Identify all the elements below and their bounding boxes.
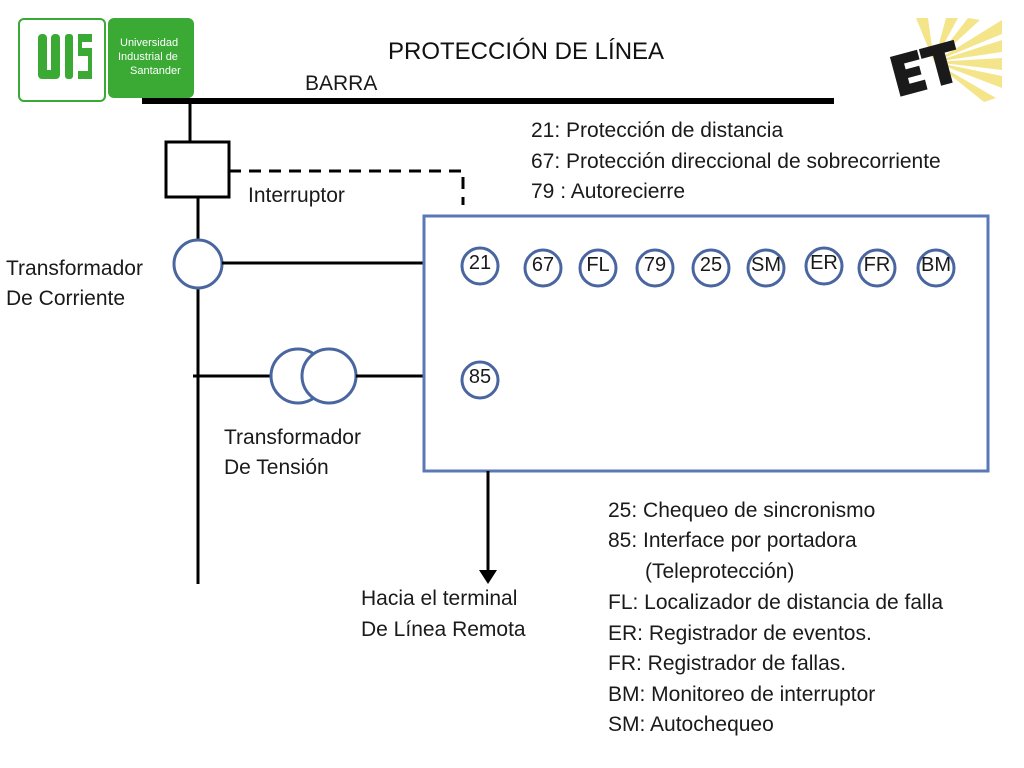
relay-fl-label: FL bbox=[586, 254, 610, 276]
remote-arrow-icon bbox=[479, 570, 497, 584]
relay-21-label: 21 bbox=[468, 252, 492, 274]
breaker-symbol bbox=[164, 140, 231, 199]
remote-label-line-1: Hacia el terminal bbox=[361, 587, 518, 610]
relay-fr-symbol bbox=[857, 248, 897, 288]
relay-bm-label: BM bbox=[921, 254, 951, 276]
relay-25-symbol bbox=[691, 248, 731, 288]
relay-79-label: 79 bbox=[643, 254, 667, 276]
legend-85-detail: (Teleprotección) bbox=[645, 560, 795, 583]
relay-sm-label: SM bbox=[751, 254, 781, 276]
vt-label-line-2: De Tensión bbox=[224, 456, 329, 479]
relay-67-symbol bbox=[523, 248, 563, 288]
legend-67: 67: Protección direccional de sobrecorri… bbox=[531, 150, 941, 173]
legend-25: 25: Chequeo de sincronismo bbox=[608, 499, 876, 522]
bus-label: BARRA bbox=[305, 72, 378, 95]
voltage-transformer-coil-2 bbox=[300, 347, 358, 405]
relay-79-symbol bbox=[635, 248, 675, 288]
relay-er-symbol bbox=[804, 246, 844, 286]
legend-sm: SM: Autochequeo bbox=[608, 713, 774, 736]
vt-label-line-1: Transformador bbox=[224, 426, 361, 449]
relay-er-label: ER bbox=[810, 252, 838, 274]
relay-fl-symbol bbox=[578, 248, 618, 288]
et-logo-icon bbox=[889, 18, 1002, 102]
uis-logo-line-3: Santander bbox=[130, 65, 181, 77]
uis-logo-text: Universidad Industrial de Santander bbox=[108, 18, 194, 98]
relay-sm-symbol bbox=[746, 248, 786, 288]
uis-emblem-icon bbox=[38, 34, 92, 79]
uis-logo-line-2: Industrial de bbox=[118, 51, 178, 63]
remote-label-line-2: De Línea Remota bbox=[361, 618, 526, 641]
uis-logo-emblem bbox=[18, 18, 106, 102]
legend-fl: FL: Localizador de distancia de falla bbox=[608, 591, 944, 614]
relay-fr-label: FR bbox=[863, 254, 891, 276]
legend-79: 79 : Autorecierre bbox=[531, 180, 686, 203]
relay-bm-symbol bbox=[916, 248, 956, 288]
page-title: PROTECCIÓN DE LÍNEA bbox=[388, 38, 665, 65]
relay-85-symbol bbox=[460, 360, 500, 400]
ct-label-line-1: Transformador bbox=[6, 257, 143, 280]
uis-logo-line-1: Universidad bbox=[120, 37, 179, 49]
relay-67-label: 67 bbox=[531, 254, 555, 276]
relay-25-label: 25 bbox=[699, 254, 723, 276]
legend-85: 85: Interface por portadora bbox=[608, 529, 857, 552]
relay-85-label: 85 bbox=[468, 366, 492, 388]
legend-er: ER: Registrador de eventos. bbox=[608, 622, 872, 645]
relay-21-symbol bbox=[460, 246, 500, 286]
legend-bm: BM: Monitoreo de interruptor bbox=[608, 683, 876, 706]
breaker-label: Interruptor bbox=[248, 184, 345, 207]
current-transformer-symbol bbox=[172, 238, 224, 290]
legend-fr: FR: Registrador de fallas. bbox=[608, 652, 847, 675]
ct-label-line-2: De Corriente bbox=[6, 287, 126, 310]
legend-21: 21: Protección de distancia bbox=[531, 119, 784, 142]
